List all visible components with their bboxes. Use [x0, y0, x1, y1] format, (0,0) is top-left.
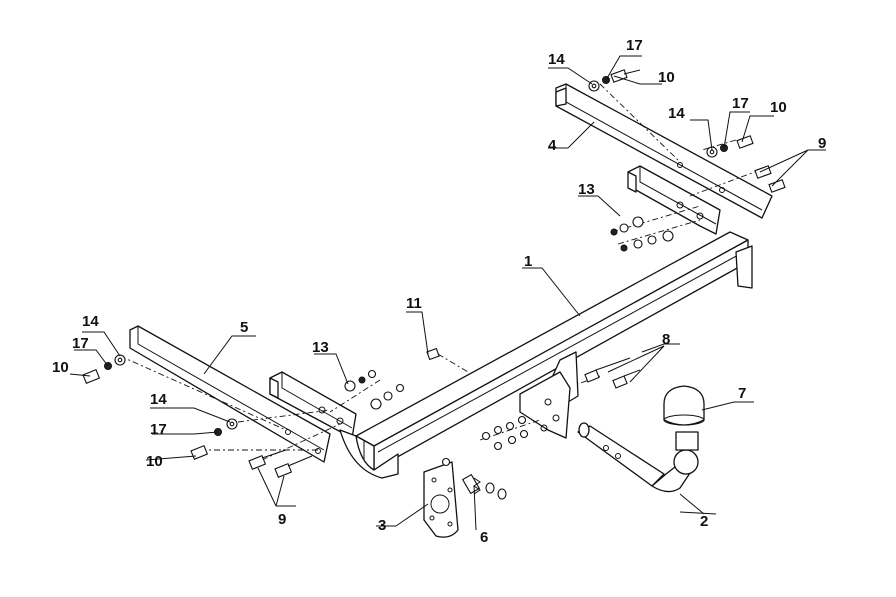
part-3-socket-plate — [423, 461, 459, 538]
callout-13-right: 13 — [578, 181, 595, 198]
callout-17-top: 17 — [626, 37, 643, 54]
part-5-left-mounting-plate — [129, 325, 331, 463]
part-1-main-cross-beam — [339, 231, 753, 479]
callout-17-lower: 17 — [150, 421, 167, 438]
callout-14-top: 14 — [548, 51, 565, 68]
leader-lines — [69, 55, 826, 531]
right-side-bracket — [627, 165, 721, 235]
callout-13-left: 13 — [312, 339, 329, 356]
callout-10-lower: 10 — [146, 453, 163, 470]
callout-17-left: 17 — [72, 335, 89, 352]
callout-10-right: 10 — [770, 99, 787, 116]
callout-4: 4 — [548, 137, 557, 154]
callout-1: 1 — [524, 253, 532, 270]
left-side-bracket — [269, 371, 357, 439]
callout-14-lower: 14 — [150, 391, 167, 408]
center-bracket — [519, 351, 579, 439]
callout-6: 6 — [480, 529, 488, 546]
callout-7: 7 — [738, 385, 746, 402]
callout-9-left: 9 — [278, 511, 286, 528]
callout-10-top: 10 — [658, 69, 675, 86]
callout-17-right: 17 — [732, 95, 749, 112]
callout-14-left: 14 — [82, 313, 99, 330]
callout-3: 3 — [378, 517, 386, 534]
callout-11: 11 — [406, 295, 422, 312]
callout-8: 8 — [662, 331, 670, 348]
callout-5: 5 — [240, 319, 248, 336]
part-4-right-mounting-plate — [555, 83, 773, 219]
callout-14-right: 14 — [668, 105, 685, 122]
hardware-right-upper — [588, 69, 786, 252]
callout-9-right: 9 — [818, 135, 826, 152]
callout-10-left: 10 — [52, 359, 69, 376]
part-7-tow-ball-cap — [663, 385, 705, 475]
callout-labels: 1 2 3 4 5 6 7 8 9 9 10 10 10 10 11 13 13… — [52, 37, 826, 546]
callout-2: 2 — [700, 513, 708, 530]
hardware-center — [441, 357, 641, 467]
part-6-bolt-spring-set — [461, 473, 507, 500]
